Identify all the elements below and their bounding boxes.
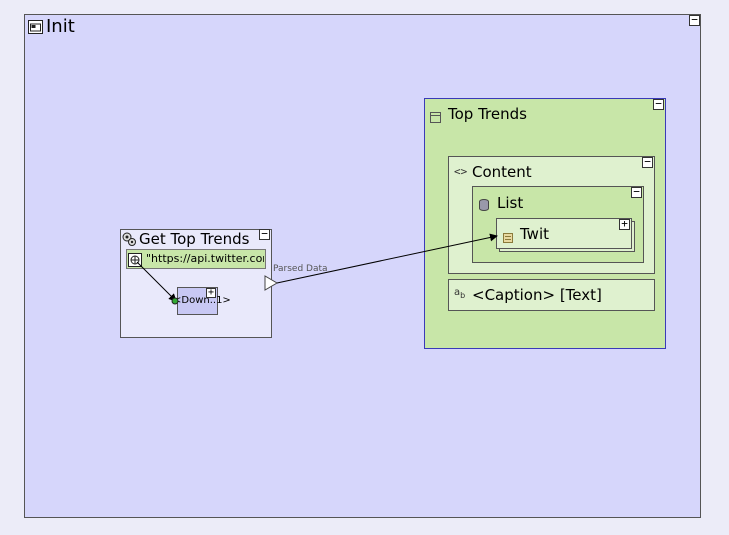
init-title: Init (46, 16, 75, 37)
twit-item[interactable] (496, 218, 632, 249)
content-title: Content (472, 163, 532, 181)
url-to-download-wire (136, 261, 177, 302)
output-port-icon (264, 275, 278, 291)
list-title: List (497, 194, 524, 212)
get-top-trends-node[interactable] (120, 229, 272, 338)
download-port (171, 297, 179, 305)
text-ab-icon: ab (454, 287, 466, 300)
url-input-node[interactable] (126, 249, 266, 269)
parsed-data-label: Parsed Data (273, 264, 328, 274)
database-icon (479, 196, 489, 215)
content-collapse-button[interactable]: − (642, 156, 653, 168)
init-collapse-button[interactable]: − (689, 14, 700, 26)
caption-panel[interactable] (448, 279, 655, 311)
get-top-trends-collapse-button[interactable]: − (259, 228, 270, 240)
code-brackets-icon: <> (454, 165, 468, 178)
download-expand-button[interactable]: + (206, 287, 216, 298)
parsed-data-wire (276, 233, 498, 284)
get-top-trends-title: Get Top Trends (139, 230, 250, 248)
screen-icon (430, 108, 441, 127)
download-label: <Down..1> (173, 295, 231, 306)
caption-title: <Caption> [Text] (472, 286, 602, 304)
url-text: "https://api.twitter.com/1 (146, 252, 264, 265)
top-trends-title: Top Trends (448, 105, 527, 123)
top-trends-collapse-button[interactable]: − (653, 98, 664, 110)
twit-expand-button[interactable]: + (619, 218, 630, 230)
list-row-icon (503, 228, 513, 247)
twit-title: Twit (520, 225, 549, 243)
gears-icon (121, 231, 137, 251)
list-collapse-button[interactable]: − (631, 186, 642, 198)
screen-icon (28, 19, 43, 38)
